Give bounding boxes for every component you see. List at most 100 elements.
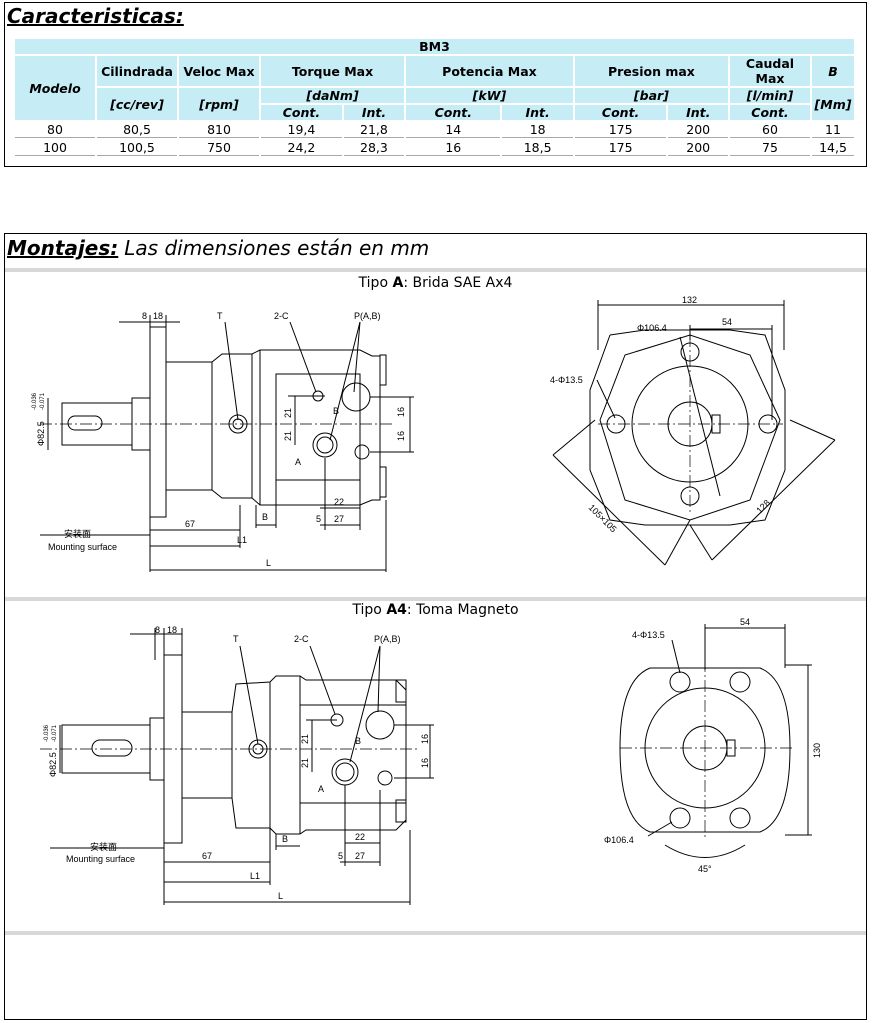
tipo-a4-side-labels: 8 18 T 2-C P(A,B) Φ82.5 -0.036 -0.071 21… <box>44 625 430 901</box>
unit-veloc-max: [rpm] <box>179 88 259 120</box>
cell-torque-cont: 19,4 <box>261 122 342 138</box>
mount-en-label: Mounting surface <box>66 854 135 864</box>
cell-presion-cont: 175 <box>574 140 667 156</box>
dim-label: 130 <box>812 743 822 758</box>
tipo-a-panel: Tipo A: Brida SAE Ax4 <box>5 272 866 597</box>
tipo-a4-front-labels: 4-Φ13.5 54 130 Φ106.4 45° <box>604 617 822 874</box>
sub-presion-cont: Cont. <box>574 105 667 120</box>
dim-label: 5 <box>338 851 343 861</box>
shaft-dia-label: Φ82.5 <box>36 421 46 446</box>
table-row: 100 100,5 750 24,2 28,3 16 18,5 175 200 … <box>15 140 854 156</box>
dim-label: 16 <box>396 431 406 441</box>
header-caudal-max: Caudal Max <box>730 56 810 86</box>
cell-potencia-cont: 16 <box>406 140 501 156</box>
dim-label: 27 <box>334 514 344 524</box>
unit-presion-max: [bar] <box>574 88 728 103</box>
shaft-dia-label: Φ82.5 <box>48 752 58 777</box>
sub-potencia-cont: Cont. <box>406 105 501 120</box>
tipo-a4-side-view <box>40 628 434 905</box>
shaft-tol-top: -0.036 <box>44 724 50 742</box>
dim-label: 18 <box>167 625 177 635</box>
port-t-label: T <box>217 311 223 321</box>
cell-cilindrada: 100,5 <box>97 140 177 156</box>
sub-presion-int: Int. <box>668 105 728 120</box>
divider <box>5 597 866 601</box>
dim-label: B <box>282 834 288 844</box>
dim-label: Φ106.4 <box>604 835 634 845</box>
caracteristicas-section <box>4 2 867 167</box>
tipo-a4-front-view <box>620 624 812 858</box>
dim-label: 22 <box>334 497 344 507</box>
dim-label: L1 <box>250 871 260 881</box>
mount-cn-label: 安装面 <box>90 841 117 852</box>
header-modelo: Modelo <box>15 56 95 120</box>
dim-label: Φ106.4 <box>637 323 667 333</box>
sub-torque-int: Int. <box>343 105 405 120</box>
mount-en-label: Mounting surface <box>48 542 117 552</box>
header-b: B <box>812 56 854 86</box>
sub-caudal-cont: Cont. <box>730 105 810 120</box>
dim-label: 22 <box>355 832 365 842</box>
port-pab-label: P(A,B) <box>354 311 381 321</box>
port-b-label: B <box>333 406 339 416</box>
header-cilindrada: Cilindrada <box>97 56 177 86</box>
tipo-a4-title: Tipo A4: Toma Magneto <box>352 602 519 618</box>
cell-b: 14,5 <box>812 140 854 156</box>
dim-label: 5 <box>316 514 321 524</box>
cell-torque-int: 28,3 <box>343 140 405 156</box>
dim-label: L <box>266 558 271 568</box>
cell-b: 11 <box>812 122 854 138</box>
tipo-a4-panel: Tipo A4: Toma Magneto <box>5 601 866 931</box>
unit-b: [Mm] <box>812 88 854 120</box>
holes-label: 4-Φ13.5 <box>550 375 583 385</box>
shaft-tol-top: -0.036 <box>32 392 38 410</box>
dim-label: L1 <box>237 535 247 545</box>
divider <box>5 931 866 935</box>
dim-label: 67 <box>202 851 212 861</box>
cell-potencia-int: 18 <box>502 122 573 138</box>
dim-label: L <box>278 891 283 901</box>
cell-presion-cont: 175 <box>574 122 667 138</box>
unit-potencia-max: [kW] <box>406 88 573 103</box>
tipo-a-title: Tipo A: Brida SAE Ax4 <box>358 275 513 291</box>
port-pab-label: P(A,B) <box>374 634 401 644</box>
cell-caudal-cont: 75 <box>730 140 810 156</box>
dim-label: 8 <box>155 625 160 635</box>
header-veloc-max: Veloc Max <box>179 56 259 86</box>
sub-potencia-int: Int. <box>502 105 573 120</box>
cell-torque-cont: 24,2 <box>261 140 342 156</box>
shaft-tol-bot: -0.071 <box>52 724 58 742</box>
port-2c-label: 2-C <box>294 634 309 644</box>
dim-label: 16 <box>420 758 430 768</box>
tipo-a-side-labels: 8 18 T 2-C P(A,B) Φ82.5 -0.036 -0.071 21… <box>32 311 406 568</box>
mount-cn-label: 安装面 <box>64 528 91 539</box>
cell-veloc-max: 810 <box>179 122 259 138</box>
header-torque-max: Torque Max <box>261 56 405 86</box>
cell-potencia-int: 18,5 <box>502 140 573 156</box>
cell-modelo: 100 <box>15 140 95 156</box>
caracteristicas-heading: Caracteristicas: <box>7 4 184 28</box>
unit-cilindrada: [cc/rev] <box>97 88 177 120</box>
cell-cilindrada: 80,5 <box>97 122 177 138</box>
dim-label: 8 <box>142 311 147 321</box>
cell-caudal-cont: 60 <box>730 122 810 138</box>
dim-label: B <box>262 512 268 522</box>
cell-presion-int: 200 <box>668 122 728 138</box>
divider <box>5 268 866 272</box>
specs-table: BM3 Modelo Cilindrada Veloc Max Torque M… <box>13 37 856 158</box>
dim-label: 54 <box>740 617 750 627</box>
unit-torque-max: [daNm] <box>261 88 405 103</box>
dim-label: 128 <box>754 498 772 516</box>
table-group-header: BM3 <box>15 39 854 54</box>
tipo-a-side-view <box>40 315 414 572</box>
shaft-tol-bot: -0.071 <box>40 392 46 410</box>
angle-label: 45° <box>698 864 712 874</box>
dim-label: 21 <box>283 408 293 418</box>
port-a-label: A <box>318 784 324 794</box>
cell-potencia-cont: 14 <box>406 122 501 138</box>
port-a-label: A <box>295 457 301 467</box>
dim-label: 132 <box>682 295 697 305</box>
dim-label: 16 <box>396 407 406 417</box>
cell-veloc-max: 750 <box>179 140 259 156</box>
